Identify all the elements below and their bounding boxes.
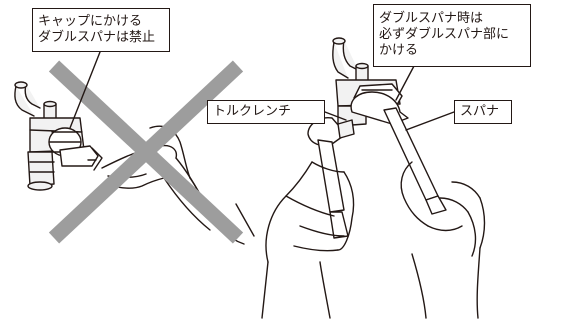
callout-no-cap-double-spanner: キャップにかける ダブルスパナは禁止 <box>32 8 170 52</box>
torque-wrench <box>307 117 355 239</box>
callout-double-line-3: かける <box>379 43 419 58</box>
label-torque-wrench: トルクレンチ <box>207 100 325 124</box>
spanner <box>350 91 447 215</box>
left-hand-glove <box>261 161 355 319</box>
callout-double-line-2: 必ずダブルスパナ部に <box>379 27 510 42</box>
leader-line-torque-wrench <box>324 111 347 121</box>
callout-double-line-1: ダブルスパナ時は <box>379 11 484 26</box>
left-spanner-on-cap <box>59 145 103 171</box>
callout-no-cap-line-2: ダブルスパナは禁止 <box>38 30 156 45</box>
leader-line-spanner <box>405 111 455 131</box>
callout-double-spanner-position: ダブルスパナ時は 必ずダブルスパナ部に かける <box>373 4 531 67</box>
leader-line-no-cap <box>69 51 101 129</box>
leader-line-double-spanner <box>395 65 415 101</box>
label-spanner: スパナ <box>454 100 512 124</box>
prohibited-cross-icon <box>48 60 244 244</box>
callout-no-cap-line-1: キャップにかける <box>38 14 143 29</box>
left-valve-assembly <box>14 81 85 191</box>
right-hand-glove <box>400 161 486 319</box>
